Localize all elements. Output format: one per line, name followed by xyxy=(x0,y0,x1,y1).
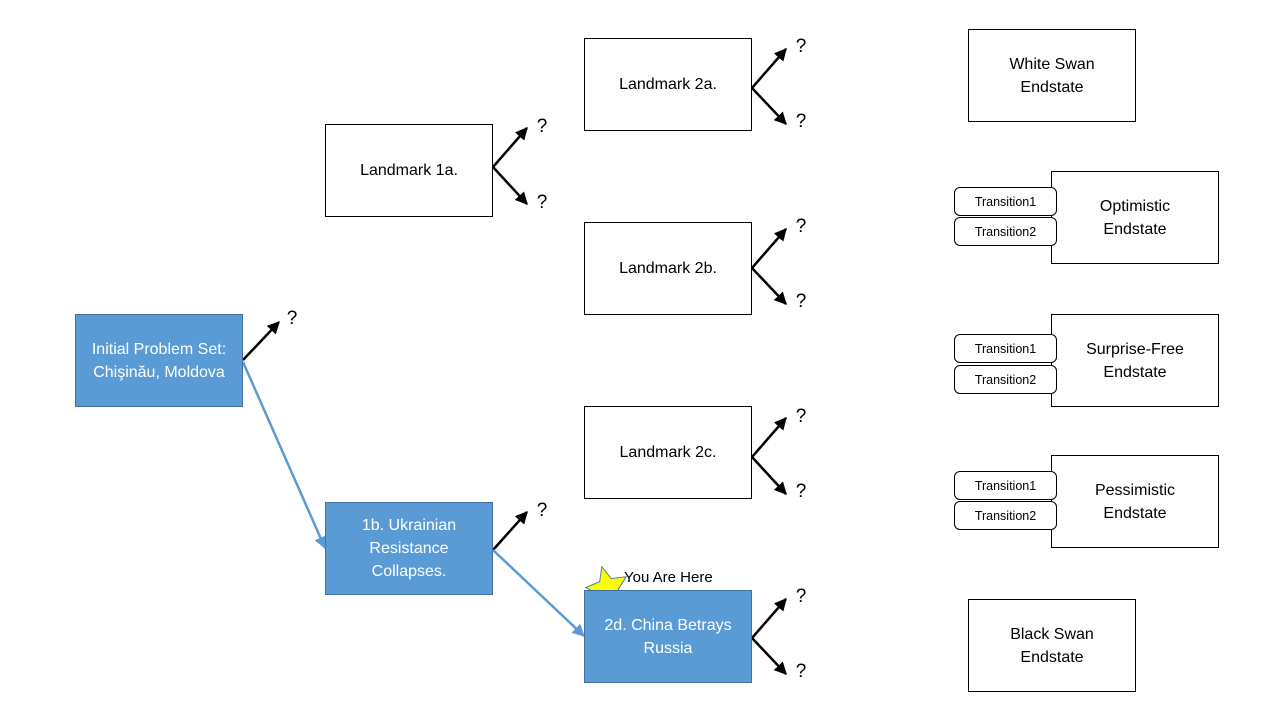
transition-2-surprise-free: Transition2 xyxy=(954,365,1057,394)
question-mark: ? xyxy=(795,111,807,132)
branch-arrow-2c-up xyxy=(751,417,787,458)
you-are-here-label: You Are Here xyxy=(624,569,713,586)
question-mark: ? xyxy=(795,481,807,502)
landmark-2b-node: Landmark 2b. xyxy=(584,222,752,315)
question-mark: ? xyxy=(536,500,548,521)
optimistic-endstate: Optimistic Endstate xyxy=(1051,171,1219,264)
question-mark: ? xyxy=(286,308,298,329)
question-mark: ? xyxy=(795,661,807,682)
transition-1-pessimistic: Transition1 xyxy=(954,471,1057,500)
question-mark: ? xyxy=(536,192,548,213)
question-mark: ? xyxy=(795,406,807,427)
black-swan-endstate: Black Swan Endstate xyxy=(968,599,1136,692)
transition-2-pessimistic: Transition2 xyxy=(954,501,1057,530)
path-arrow-1b-to-2d xyxy=(492,549,585,637)
branch-arrow-2a-up xyxy=(751,48,787,89)
transition-1-surprise-free: Transition1 xyxy=(954,334,1057,363)
landmark-2d-node: 2d. China Betrays Russia xyxy=(584,590,752,683)
question-mark: ? xyxy=(795,216,807,237)
branch-arrow-2a-down xyxy=(751,87,787,125)
branch-arrow-2d-down xyxy=(751,637,787,675)
question-mark: ? xyxy=(536,116,548,137)
landmark-2c-node: Landmark 2c. xyxy=(584,406,752,499)
surprise-free-endstate: Surprise-Free Endstate xyxy=(1051,314,1219,407)
branch-arrow-1a-down xyxy=(492,166,528,205)
question-mark: ? xyxy=(795,586,807,607)
branch-arrow-initial-up xyxy=(242,321,280,361)
branch-arrow-2c-down xyxy=(751,456,787,495)
branch-arrow-2b-down xyxy=(751,267,787,305)
landmark-1b-node: 1b. Ukrainian Resistance Collapses. xyxy=(325,502,493,595)
path-arrow-initial-to-1b xyxy=(241,361,327,550)
branch-arrow-2d-up xyxy=(751,598,787,639)
landmark-2a-node: Landmark 2a. xyxy=(584,38,752,131)
landmark-1a-node: Landmark 1a. xyxy=(325,124,493,217)
transition-1-optimistic: Transition1 xyxy=(954,187,1057,216)
question-mark: ? xyxy=(795,36,807,57)
initial-problem-node: Initial Problem Set: Chişinău, Moldova xyxy=(75,314,243,407)
branch-arrow-1b-up xyxy=(492,511,528,551)
branch-arrow-1a-up xyxy=(492,127,528,168)
branch-arrow-2b-up xyxy=(751,228,787,269)
white-swan-endstate: White Swan Endstate xyxy=(968,29,1136,122)
pessimistic-endstate: Pessimistic Endstate xyxy=(1051,455,1219,548)
transition-2-optimistic: Transition2 xyxy=(954,217,1057,246)
question-mark: ? xyxy=(795,291,807,312)
